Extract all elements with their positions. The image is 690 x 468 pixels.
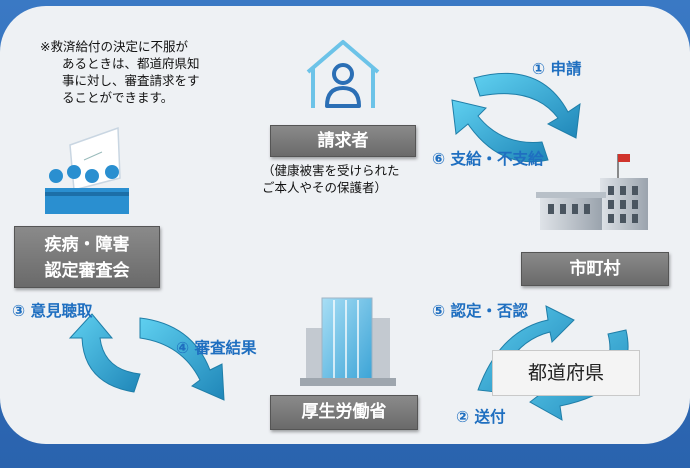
mhlw-box: 厚生労働省 [270, 395, 418, 430]
step-certify-label: ⑤ 認定・否認 [432, 302, 529, 320]
note-line: 事に対し、審査請求をす [62, 73, 200, 88]
council-label-line: 認定審査会 [44, 261, 130, 281]
claimant-description-line: （健康被害を受けられた [262, 163, 400, 178]
prefecture-box: 都道府県 [492, 350, 640, 396]
claimant-box: 請求者 [270, 125, 416, 157]
step-apply-label: ① 申請 [532, 60, 582, 78]
ministry-building-icon [300, 297, 396, 386]
arrow-hearing [68, 313, 141, 393]
note-line: ※救済給付の決定に不服が [40, 39, 188, 54]
step-forward-label: ② 送付 [456, 408, 506, 426]
step-payment-label: ⑥ 支給・不支給 [432, 150, 544, 168]
claimant-description-line: ご本人やその保護者） [262, 180, 388, 195]
council-label-line: 疾病・障害 [44, 235, 130, 255]
city-box: 市町村 [521, 252, 669, 286]
arrow-apply [473, 72, 581, 139]
arrow-payment [451, 99, 549, 163]
step-result-label: ④ 審査結果 [176, 339, 257, 357]
note-line: ることができます。 [62, 90, 174, 105]
step-hearing-label: ③ 意見聴取 [12, 302, 93, 320]
council-box: 疾病・障害 認定審査会 [14, 226, 160, 288]
meeting-icon [45, 126, 129, 214]
city-hall-icon [536, 154, 648, 230]
house-person-icon [306, 40, 380, 108]
note-line: あるときは、都道府県知 [62, 56, 200, 71]
claimant-description: （健康被害を受けられた ご本人やその保護者） [262, 162, 432, 196]
arrow-result [139, 317, 225, 401]
appeal-note: ※救済給付の決定に不服が あるときは、都道府県知 事に対し、審査請求をす ること… [40, 38, 260, 106]
